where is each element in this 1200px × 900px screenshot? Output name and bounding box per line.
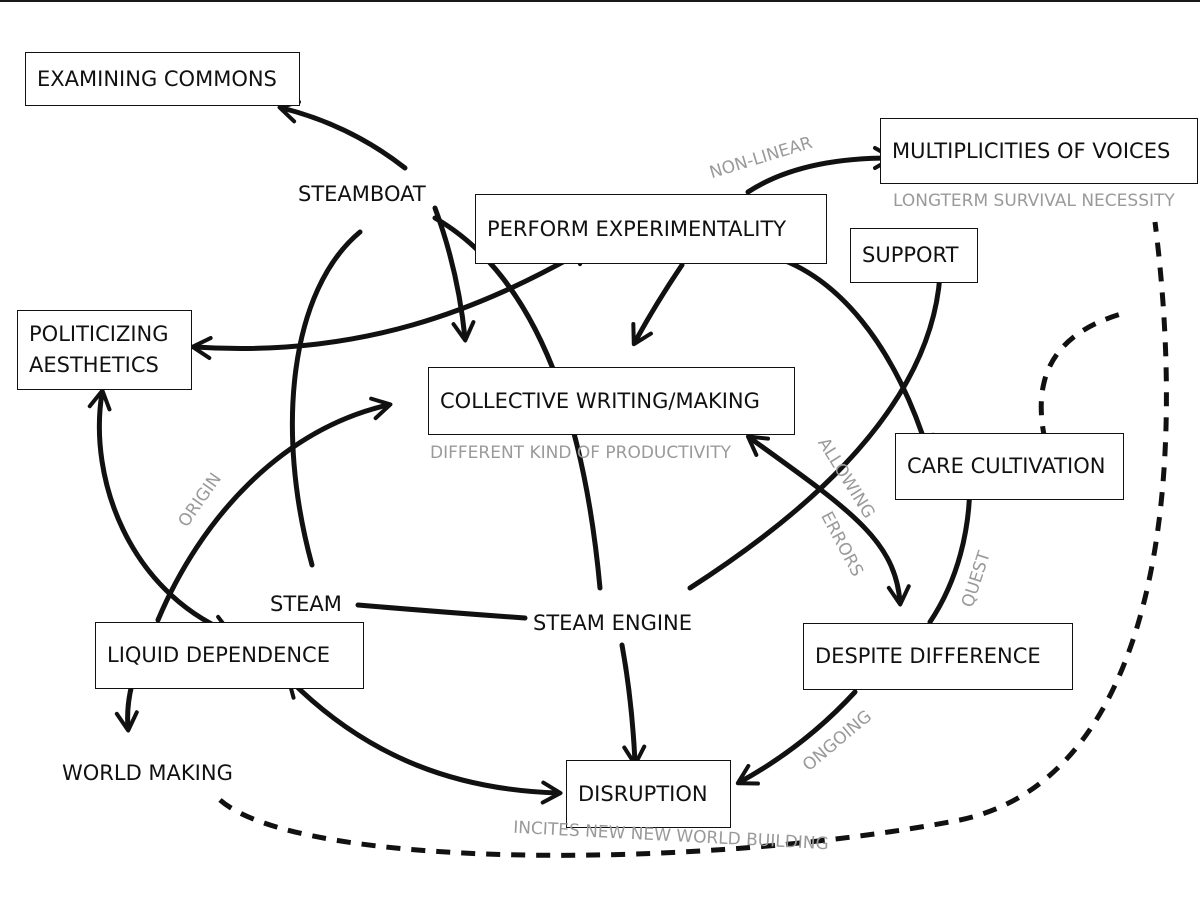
edge-steamengine-disruption — [619, 642, 647, 767]
node-perform-label: PERFORM EXPERIMENTALITY — [487, 216, 787, 241]
label-steamboat: STEAMBOAT — [298, 182, 426, 206]
node-multiplicities-label: MULTIPLICITIES OF VOICES — [892, 138, 1171, 163]
label-steam: STEAM — [270, 592, 342, 616]
node-multiplicities-of-voices: MULTIPLICITIES OF VOICES — [880, 118, 1198, 184]
annotation-longterm-survival: LONGTERM SURVIVAL NECESSITY — [893, 191, 1175, 211]
node-collective-label: COLLECTIVE WRITING/MAKING — [440, 388, 760, 413]
edge-perform-multiplicities — [745, 146, 895, 195]
edge-steam-steamboat — [289, 229, 363, 568]
edge-perform-collective — [631, 262, 685, 347]
node-politicizing-line1: POLITICIZING — [29, 322, 169, 346]
node-politicizing-aesthetics: POLITICIZING AESTHETICS — [17, 310, 192, 390]
edge-despite-disruption — [735, 689, 858, 786]
edge-collective-despite — [745, 434, 911, 607]
edge-steamboat-examining — [277, 99, 408, 171]
node-examining-commons-label: EXAMINING COMMONS — [37, 66, 277, 91]
node-support-label: SUPPORT — [862, 243, 959, 267]
top-border-line — [0, 0, 1200, 2]
label-world-making: WORLD MAKING — [62, 761, 233, 785]
edge-politicizing-perform — [190, 244, 593, 360]
node-liquid-dependence: LIQUID DEPENDENCE — [95, 622, 364, 689]
edge-liquid-disruption — [286, 676, 563, 805]
annotation-different-kind: DIFFERENT KIND OF PRODUCTIVITY — [430, 443, 732, 463]
edge-steam-steamengine — [355, 602, 528, 621]
node-liquid-label: LIQUID DEPENDENCE — [107, 643, 330, 667]
node-disruption-label: DISRUPTION — [578, 781, 708, 806]
node-despite-difference: DESPITE DIFFERENCE — [803, 623, 1073, 690]
label-steam-engine: STEAM ENGINE — [533, 611, 693, 635]
node-care-cultivation: CARE CULTIVATION — [895, 433, 1124, 500]
node-despite-label: DESPITE DIFFERENCE — [815, 644, 1041, 668]
node-collective-writing-making: COLLECTIVE WRITING/MAKING — [428, 367, 795, 435]
edge-care-dashed — [1038, 309, 1129, 441]
node-examining-commons: EXAMINING COMMONS — [25, 52, 300, 106]
node-politicizing-line2: AESTHETICS — [29, 353, 159, 377]
edge-worldmaking-multiplicities-dashed — [218, 221, 1169, 858]
node-support: SUPPORT — [850, 228, 978, 283]
edge-politicizing-liquid — [87, 388, 233, 638]
node-care-label: CARE CULTIVATION — [907, 454, 1106, 478]
node-perform-experimentality: PERFORM EXPERIMENTALITY — [475, 194, 827, 264]
node-disruption: DISRUPTION — [566, 760, 731, 828]
